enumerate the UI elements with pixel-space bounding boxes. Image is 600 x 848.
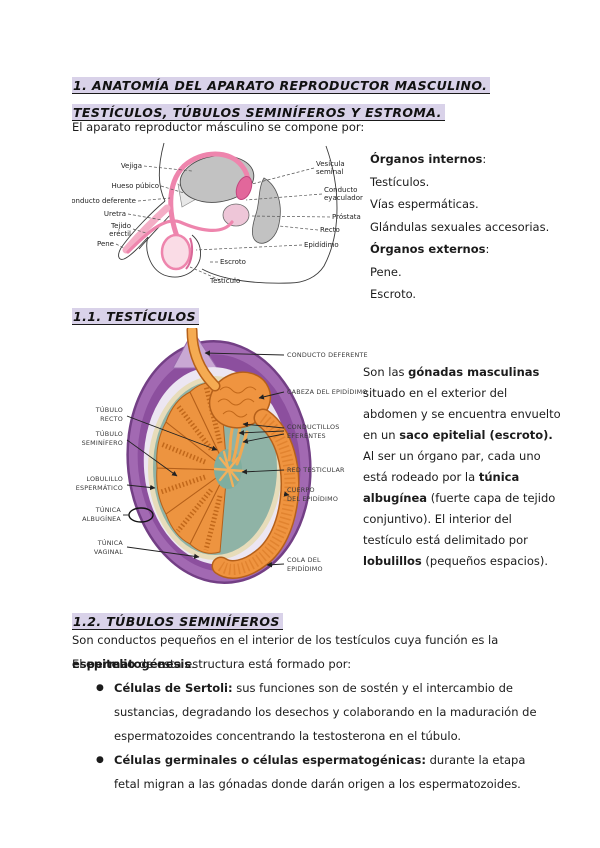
fig2-label-tunica-vaginal-1: TÚNICA [97, 538, 124, 547]
main-heading: 1. Anatomía del aparato reproductor masc… [72, 72, 550, 126]
bullet-list: ● Células de Sertoli: sus funciones son … [94, 676, 552, 796]
fig2-label-tubulo-recto-2: RECTO [100, 415, 123, 423]
rete-testis-network [213, 450, 245, 488]
fig2-label-conductillos-1: CONDUCTILLOS [287, 423, 340, 431]
fig1-label-escroto: Escroto [220, 258, 246, 266]
section-heading-testiculos: 1.1. Testículos [72, 303, 199, 330]
tubulos-paragraph-1: Son conductos pequeños en el interior de… [72, 633, 499, 671]
figure-male-reproductive-sagittal: Vejiga Hueso púbico Conducto deferente U… [66, 140, 372, 290]
fig1-label-epididimo: Epidídimo [304, 241, 339, 249]
fig2-label-cuerpo-1: CUERPO [287, 486, 315, 494]
bullet-text: Células germinales o células espermatogé… [114, 753, 526, 791]
fig2-label-tubulo-seminifero-1: TÚBULO [95, 429, 123, 438]
fig1-label-tejido-erectil-2: eréctil [109, 230, 131, 238]
fig1-label-prostata: Próstata [332, 213, 361, 221]
fig2-label-tunica-albuginea-2: ALBUGÍNEA [82, 514, 121, 523]
fig2-label-red-testicular: RED TESTICULAR [287, 466, 345, 474]
fig2-label-tunica-albuginea-1: TÚNICA [95, 505, 122, 514]
prostate-shape [222, 203, 250, 227]
fig1-label-vejiga: Vejiga [121, 162, 142, 170]
fig2-label-lobulillo-1: LOBULILLO [86, 475, 123, 483]
urethra-path [126, 219, 234, 254]
bullet-text: Células de Sertoli: sus funciones son de… [114, 681, 537, 743]
erectile-tissue-shape [122, 204, 171, 254]
fig1-label-vesicula-1: Vesícula [316, 160, 345, 168]
fig2-label-tunica-vaginal-2: VAGINAL [94, 548, 123, 556]
fig2-label-conductillos-2: EFERENTES [287, 432, 326, 440]
fig2-label-cuerpo-2: DEL EPIDÍDIMO [287, 494, 338, 503]
fig2-label-conducto-deferente: CONDUCTO DEFERENTE [287, 351, 368, 359]
seminiferous-tubule-texture [160, 385, 223, 551]
body-outline [118, 142, 338, 284]
fig2-label-cabeza-epididimo: CABEZA DEL EPIDÍDIMO [287, 387, 368, 396]
figure1-leader-lines [115, 165, 331, 281]
organ-item: Vías espermáticas. [370, 197, 479, 211]
testiculos-paragraph: Son las gónadas masculinas situado en el… [363, 365, 561, 568]
fig2-label-cola-2: EPIDÍDIMO [287, 564, 323, 573]
fig1-label-testiculo: Testículo [209, 277, 240, 285]
fig2-label-cola-1: COLA DEL [287, 556, 321, 564]
organ-list: Órganos internos: Testículos. Vías esper… [370, 148, 560, 306]
figure-testicle-cross-section: CONDUCTO DEFERENTE CABEZA DEL EPIDÍDIMO … [75, 324, 373, 592]
seminal-vesicle-shape [235, 175, 253, 201]
epididymis-head-texture [217, 386, 257, 418]
intro-paragraph: El aparato reproductor másculino se comp… [72, 120, 365, 134]
testicle-shape [160, 233, 192, 271]
list-item: ● Células de Sertoli: sus funciones son … [94, 676, 552, 748]
testicle-diagram-svg: CONDUCTO DEFERENTE CABEZA DEL EPIDÍDIMO … [76, 324, 368, 584]
organ-internal-title: Órganos internos: [370, 152, 487, 166]
epididymis-shape-fig1 [185, 237, 194, 270]
fig2-label-lobulillo-2: ESPERMÁTICO [76, 483, 123, 492]
fig2-label-tubulo-recto-1: TÚBULO [95, 405, 123, 414]
fig1-label-tejido-erectil-1: Tejido [110, 222, 131, 230]
main-heading-text: 1. Anatomía del aparato reproductor masc… [72, 77, 491, 121]
fig1-label-pene: Pene [97, 240, 114, 248]
organ-item: Escroto. [370, 287, 417, 301]
fig1-label-eyaculador-2: eyaculador [324, 194, 363, 202]
fig1-label-hueso-pubico: Hueso púbico [111, 182, 159, 190]
bullet-icon: ● [96, 683, 104, 693]
fig1-label-eyaculador-1: Conducto [324, 186, 357, 194]
list-item: ● Células germinales o células espermato… [94, 748, 552, 796]
section-heading-tubulos-text: 1.2. Túbulos seminíferos [72, 613, 283, 630]
organ-item: Glándulas sexuales accesorias. [370, 219, 550, 234]
sagittal-diagram-svg: Vejiga Hueso púbico Conducto deferente U… [66, 142, 363, 285]
figure2-leader-lines [123, 350, 290, 568]
bullet-icon: ● [96, 755, 104, 765]
fig1-label-vesicula-2: seminal [316, 168, 343, 176]
fig1-label-uretra: Uretra [104, 210, 126, 218]
section-heading-tubulos: 1.2. Túbulos seminíferos [72, 608, 283, 635]
vas-deferens-shape-fig2 [188, 326, 219, 390]
organ-external-title: Órganos externos: [370, 242, 490, 256]
fig2-label-tubulo-seminifero-2: SEMINÍFERO [82, 438, 123, 447]
organ-item: Pene. [370, 264, 402, 279]
fig1-label-conducto-deferente: Conducto deferente [72, 197, 136, 205]
section-heading-testiculos-text: 1.1. Testículos [72, 308, 199, 325]
tubulos-paragraph-2: El epitelio de esta estructura está form… [72, 657, 352, 671]
fig1-label-recto: Recto [320, 226, 340, 234]
epididymis-body-texture [217, 413, 296, 575]
organ-item: Testículos. [370, 174, 430, 189]
rectum-shape [251, 177, 281, 244]
